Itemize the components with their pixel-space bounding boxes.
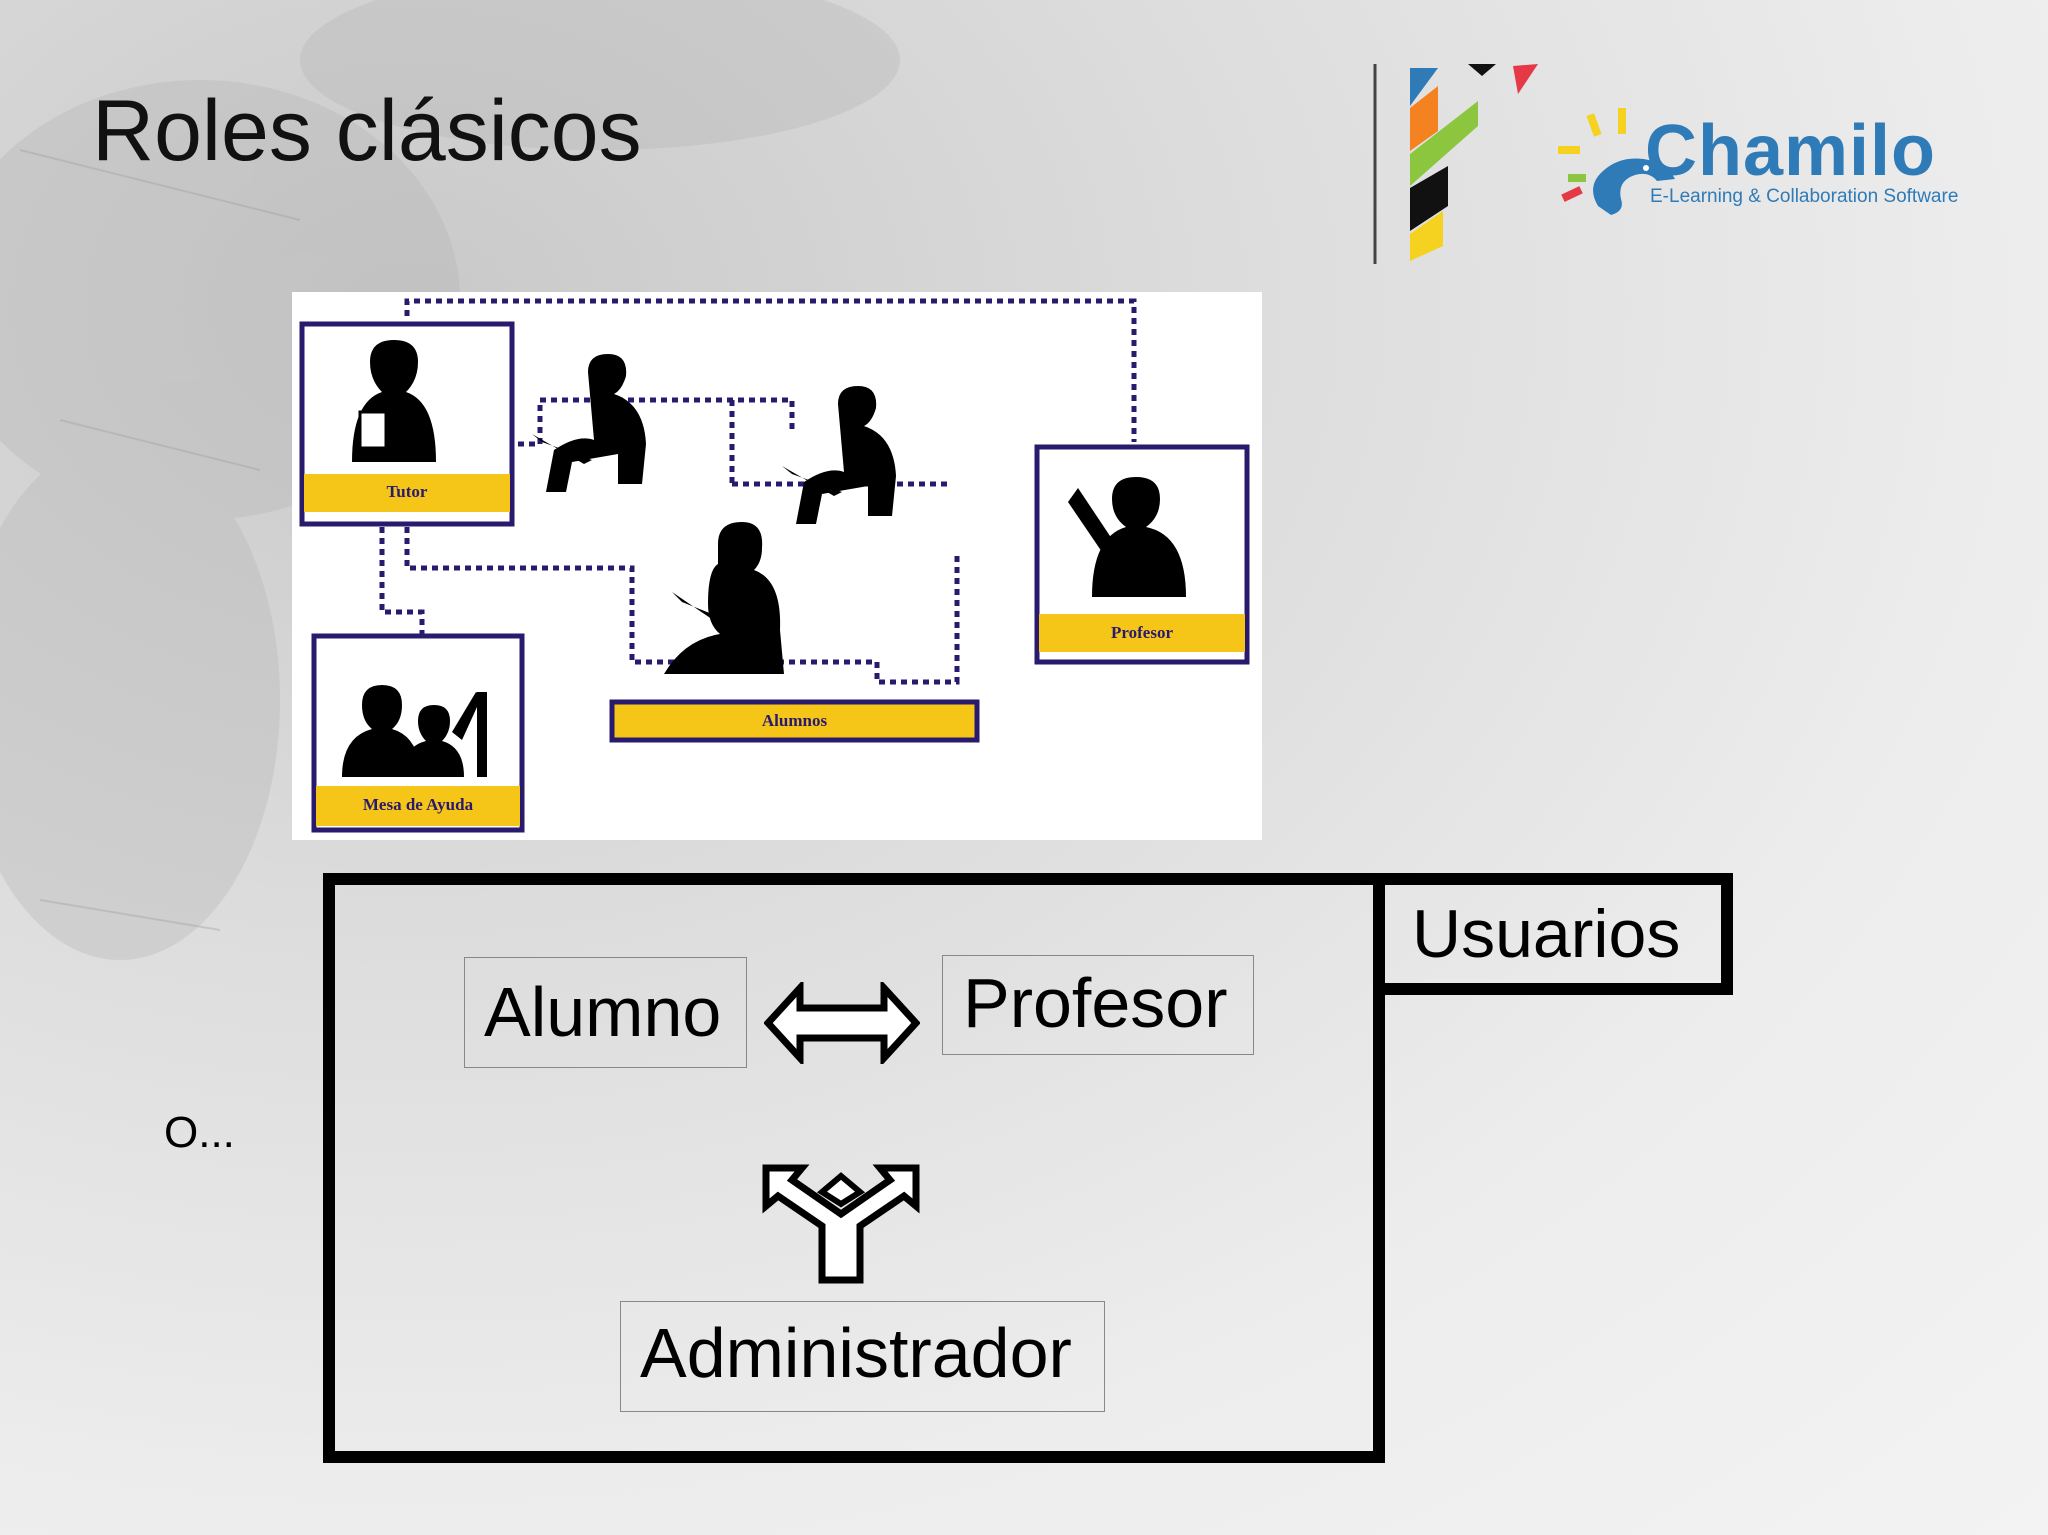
role-students-label: Alumnos xyxy=(761,711,828,730)
users-group-frame xyxy=(323,873,1385,1463)
chamilo-logo xyxy=(1373,64,1675,264)
role-helpdesk-label: Mesa de Ayuda xyxy=(362,795,474,814)
teacher-node: Profesor xyxy=(942,955,1254,1055)
students-figures xyxy=(532,354,896,674)
student-node-label: Alumno xyxy=(484,973,722,1051)
role-teacher-label: Profesor xyxy=(1111,623,1173,642)
users-group-tab xyxy=(1385,873,1733,995)
roles-illustration: Tutor Profesor Mesa de Ayuda Alumnos xyxy=(292,292,1262,840)
logo-wordmark: Chamilo xyxy=(1645,111,1937,191)
double-arrow-icon xyxy=(764,982,920,1064)
teacher-node-label: Profesor xyxy=(963,964,1228,1042)
role-tutor-label: Tutor xyxy=(386,482,428,501)
helpdesk-figure xyxy=(311,633,525,833)
admin-node: Administrador xyxy=(620,1301,1105,1412)
admin-node-label: Administrador xyxy=(640,1314,1072,1392)
aside-text: O... xyxy=(164,1108,235,1157)
logo-tagline: E-Learning & Collaboration Software xyxy=(1650,186,1959,207)
split-arrow-icon xyxy=(762,1164,920,1284)
users-group-label: Usuarios xyxy=(1412,896,1681,972)
students-label-bar xyxy=(609,699,980,743)
student-node: Alumno xyxy=(464,957,747,1068)
page-title: Roles clásicos xyxy=(92,83,642,179)
roles-network-graphic xyxy=(299,298,1250,833)
tutor-figure xyxy=(299,321,515,527)
teacher-figure xyxy=(1034,444,1250,665)
chameleon-icon xyxy=(1558,108,1675,215)
